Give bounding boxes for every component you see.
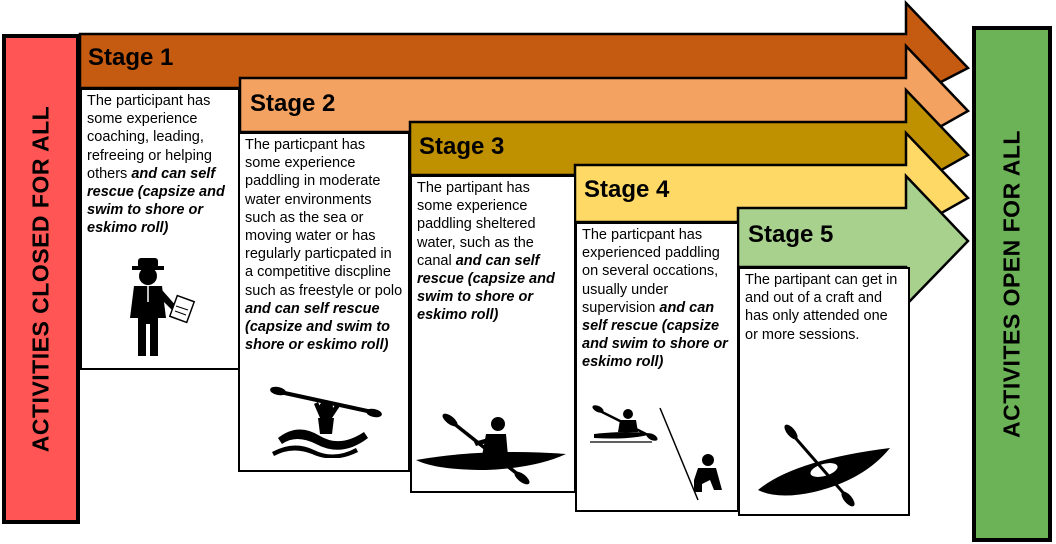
- coach-icon: [130, 258, 196, 356]
- activities-closed-bar: ACTIVITIES CLOSED FOR ALL: [2, 34, 80, 524]
- stage-4-emphasis: and can self rescue (capsize and swim to…: [582, 299, 728, 371]
- stage-5-text: The partipant can get in and out of a cr…: [745, 272, 898, 343]
- kayak-whitewater-icon: [270, 386, 382, 458]
- stage-5-title: Stage 5: [748, 221, 834, 248]
- stage-3-text: The partipant has some experience paddli…: [417, 180, 536, 269]
- stage-1-description: The participant has some experience coac…: [80, 88, 240, 370]
- kayak-paddler-icon: [416, 413, 566, 485]
- activities-open-bar: ACTIVITES OPEN FOR ALL: [972, 26, 1052, 542]
- stage-2-text: The particpant has some experience paddl…: [245, 137, 403, 299]
- stage-1-emphasis: and can self rescue (capsize and swim to…: [87, 165, 225, 237]
- stage-1-text: The participant has some experience coac…: [87, 93, 212, 182]
- supervised-kayak-icon: [590, 405, 722, 501]
- stage-2-emphasis: and can self rescue (capsize and swim to…: [245, 300, 391, 354]
- stage-3-emphasis: and can self rescue (capsize and swim to…: [417, 252, 555, 324]
- stage-4-title: Stage 4: [584, 176, 670, 203]
- stage-3-title: Stage 3: [419, 133, 505, 160]
- kayak-icon: [758, 424, 890, 507]
- stage-2-title: Stage 2: [250, 90, 336, 117]
- stage-4-text: The particpant has experienced paddling …: [582, 227, 720, 316]
- stage-1-title: Stage 1: [88, 44, 174, 71]
